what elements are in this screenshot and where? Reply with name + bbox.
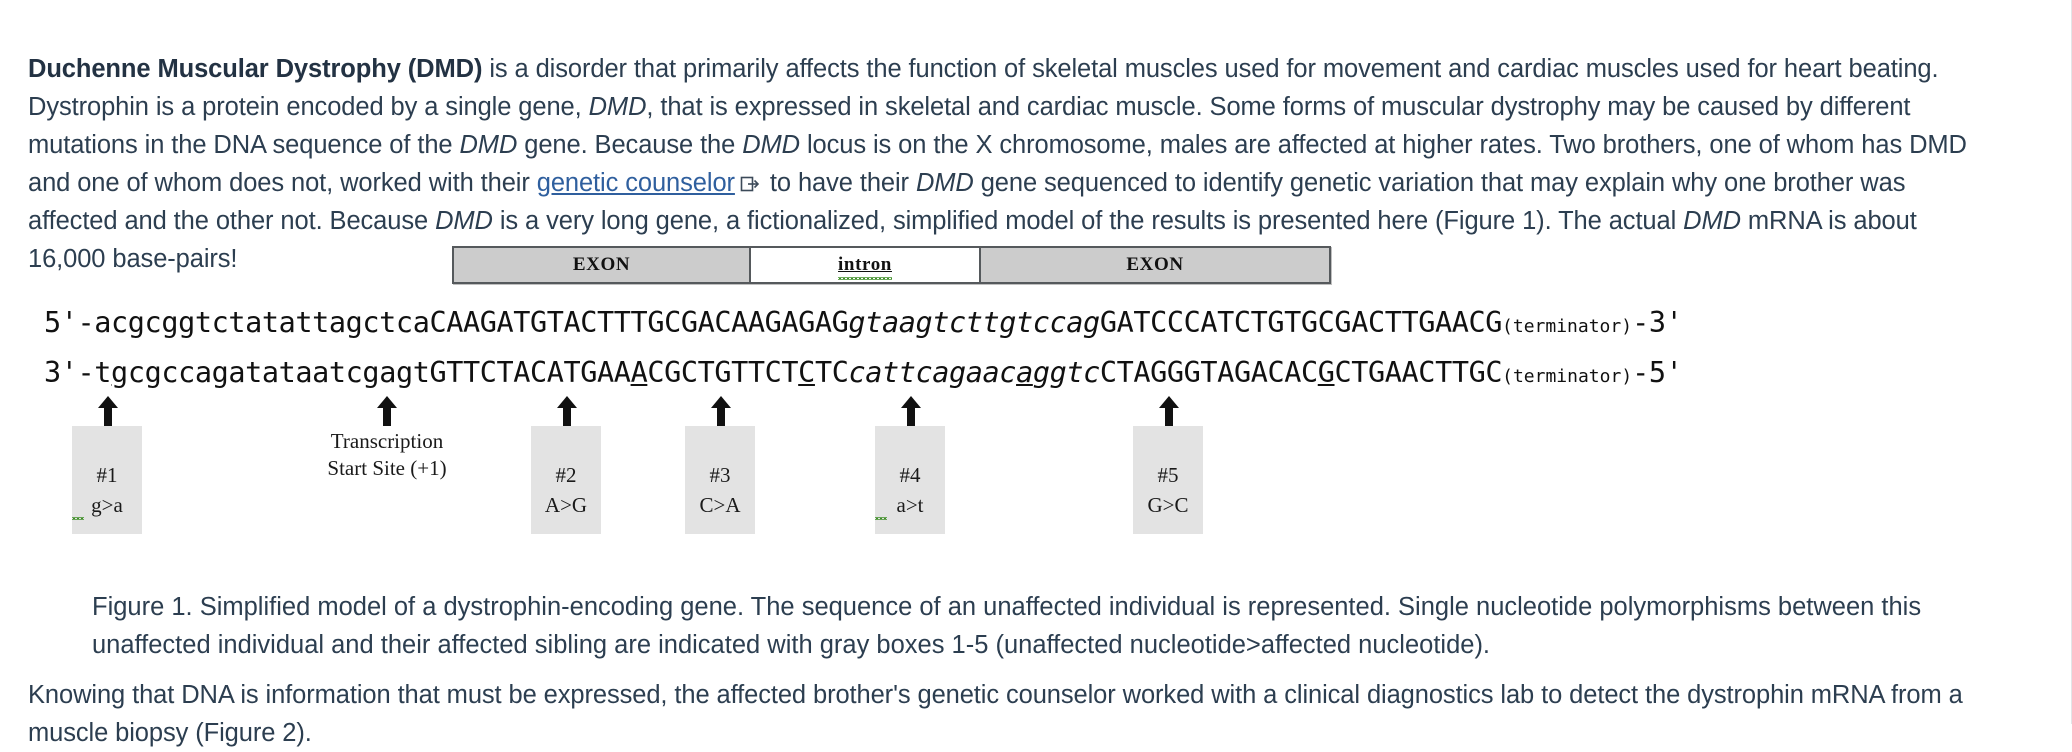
exon-1-label: EXON <box>572 254 631 275</box>
snp-2-arrow-icon <box>556 396 578 426</box>
snp-annotation-box-1: #1 g>a <box>72 426 142 534</box>
gene-name-italic: DMD <box>915 168 974 197</box>
snp-4-arrow-icon <box>900 396 922 426</box>
snp-4-number: #4 <box>899 463 921 487</box>
snp-2-number: #2 <box>555 463 577 487</box>
antisense-terminator: (terminator) <box>1502 366 1633 387</box>
exon-2-label: EXON <box>1126 254 1184 275</box>
snp-5-nucleotide: G <box>1317 356 1335 389</box>
snp-3-number: #3 <box>709 463 731 487</box>
snp-3-change: C>A <box>699 493 741 517</box>
gene-name-italic: DMD <box>742 130 800 159</box>
antisense-exon2-b: CTGAACTTGC <box>1334 356 1503 389</box>
snp-5-change: G>C <box>1147 493 1189 517</box>
antisense-exon1-a: GTTCTACATGAA <box>429 356 631 389</box>
snp-5-number: #5 <box>1157 463 1179 487</box>
intro-text-8: mRNA is about 16,000 base-pairs! <box>28 206 1917 273</box>
antisense-3-prime: 3'- <box>44 356 95 389</box>
intro-paragraph: Duchenne Muscular Dystrophy (DMD) is a d… <box>28 50 1993 278</box>
snp-1-nucleotide: g <box>111 356 128 389</box>
tss-line-1: Transcription <box>330 429 444 453</box>
antisense-exon2-a: CTAGGGTAGACAC <box>1099 356 1318 389</box>
tss-line-2: Start Site (+1) <box>327 456 447 480</box>
sense-exon2: GATCCCATCTGTGCGACTTGAACG <box>1099 306 1503 339</box>
tss-arrow-icon <box>376 396 398 426</box>
sense-3-prime: -3' <box>1632 306 1683 339</box>
sense-terminator: (terminator) <box>1502 316 1633 337</box>
gene-structure-bar: EXON intron EXON <box>452 246 1331 284</box>
gene-name-italic: DMD <box>1683 206 1741 235</box>
intro-text-7: is a very long gene, a fictionalized, si… <box>492 206 1684 235</box>
exon-1-segment: EXON <box>454 248 749 282</box>
snp-1-number: #1 <box>96 463 118 487</box>
sense-intron: gtaagtcttgtccag <box>848 306 1100 339</box>
intro-text-2: , that is expressed in skeletal and card… <box>28 92 1911 159</box>
snp-annotation-box-2: #2 A>G <box>531 426 601 534</box>
snp-2-nucleotide: A <box>630 356 648 389</box>
external-link-icon <box>740 166 760 191</box>
snp-annotation-box-3: #3 C>A <box>685 426 755 534</box>
sense-upstream: acgcggtctatattagctca <box>94 306 430 339</box>
antisense-upstream-a: t <box>94 356 112 389</box>
intro-text-4: locus is on the X chromosome, males are … <box>28 130 1967 197</box>
snp-5-arrow-icon <box>1158 396 1180 426</box>
intron-segment: intron <box>749 248 981 282</box>
genetic-counselor-link[interactable]: genetic counselor <box>536 168 735 197</box>
snp-annotation-box-5: #5 G>C <box>1133 426 1203 534</box>
gene-name-italic: DMD <box>459 130 518 159</box>
snp-1-change: g>a <box>72 490 142 520</box>
closing-paragraph: Knowing that DNA is information that mus… <box>28 680 1963 747</box>
intron-label: intron <box>838 254 892 280</box>
snp-3-arrow-icon <box>710 396 732 426</box>
transcription-start-site-label: Transcription Start Site (+1) <box>272 428 502 482</box>
snp-3-nucleotide: C <box>798 356 815 389</box>
figure-1-diagram: EXON intron EXON 5'-acgcggtctatattagctca… <box>0 246 2000 566</box>
antisense-intron-b: ggtc <box>1032 356 1100 389</box>
antisense-5-prime: -5' <box>1632 356 1683 389</box>
gene-name-italic: DMD <box>435 206 493 235</box>
snp-2-change: A>G <box>544 493 588 517</box>
snp-4-nucleotide: a <box>1016 356 1033 389</box>
figure-1-caption: Figure 1. Simplified model of a dystroph… <box>92 592 1922 659</box>
antisense-intron-a: cattcagaac <box>848 356 1017 389</box>
antisense-exon1-c: TC <box>814 356 849 389</box>
snp-1-arrow-icon <box>97 396 119 426</box>
intro-text-3: gene. Because the <box>517 130 743 159</box>
sense-exon1: CAAGATGTACTTTGCGACAAGAGAG <box>429 306 849 339</box>
intro-text-6: gene sequenced to identify genetic varia… <box>28 168 1906 235</box>
sense-strand-sequence: 5'-acgcggtctatattagctcaCAAGATGTACTTTGCGA… <box>44 306 1683 339</box>
snp-annotation-box-4: #4 a>t <box>875 426 945 534</box>
intro-text-1: is a disorder that primarily affects the… <box>28 54 1939 121</box>
snp-4-change: a>t <box>875 490 945 520</box>
antisense-strand-sequence: 3'-tgcgccagatataatcgagtGTTCTACATGAAACGCT… <box>44 356 1683 389</box>
antisense-exon1-b: CGCTGTTCT <box>647 356 799 389</box>
exon-2-segment: EXON <box>981 248 1329 282</box>
sense-5-prime: 5'- <box>44 306 95 339</box>
gene-name-italic: DMD <box>588 92 647 121</box>
antisense-upstream-b: cgccagatataatcgagt <box>127 356 430 389</box>
intro-text-5: to have their <box>762 168 916 197</box>
dmd-term-bold: Duchenne Muscular Dystrophy (DMD) <box>28 54 483 83</box>
